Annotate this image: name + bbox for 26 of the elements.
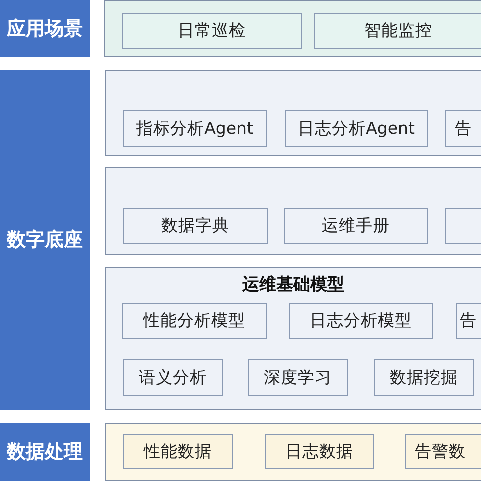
module-box: 日志分析Agent xyxy=(285,110,428,147)
module-box: 数据挖掘 xyxy=(374,359,474,396)
module-box xyxy=(445,208,481,244)
module-box: 智能监控 xyxy=(314,13,481,49)
module-box: 日常巡检 xyxy=(122,13,302,49)
module-box: 告警数 xyxy=(405,434,481,469)
module-box: 性能数据 xyxy=(123,434,233,469)
layer-panel xyxy=(105,167,481,255)
module-box: 告 xyxy=(445,110,481,147)
layer-panel xyxy=(105,70,481,156)
module-box: 性能分析模型 xyxy=(122,303,267,339)
layer-panel xyxy=(105,423,481,481)
module-box: 数据字典 xyxy=(123,208,268,244)
layer-panel xyxy=(105,267,481,410)
section-label: 数据处理 xyxy=(0,423,90,481)
section-label: 数字底座 xyxy=(0,70,90,410)
module-box: 日志数据 xyxy=(265,434,374,469)
module-box: 日志分析模型 xyxy=(289,303,433,339)
module-box: 指标分析Agent xyxy=(123,110,267,147)
panel-heading: 运维基础模型 xyxy=(242,274,346,296)
module-box: 运维手册 xyxy=(284,208,428,244)
section-label: 应用场景 xyxy=(0,0,90,57)
module-box: 告 xyxy=(456,303,481,339)
layer-panel xyxy=(104,0,481,57)
module-box: 深度学习 xyxy=(248,359,348,396)
module-box: 语义分析 xyxy=(123,359,223,396)
